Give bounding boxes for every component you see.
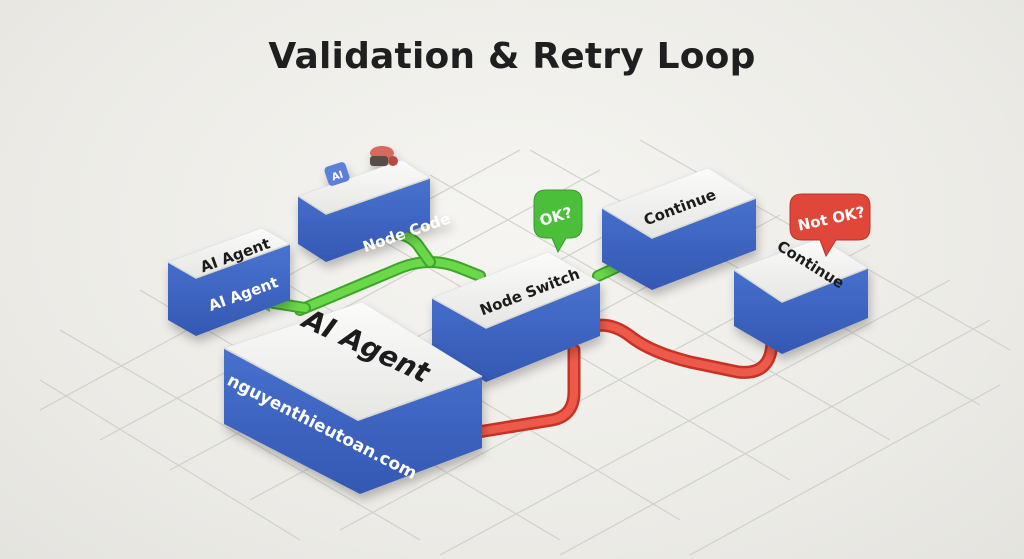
ai-agent-main-block[interactable]: AI Agent nguyenthieutoan.com <box>223 301 483 494</box>
continue-main-block[interactable]: Continue <box>601 168 757 290</box>
node-code-block[interactable]: Node Code AI <box>297 146 453 262</box>
not-ok-badge: Not OK? <box>789 193 871 258</box>
red-retry-paths <box>471 311 779 439</box>
ai-chip-label: AI <box>330 169 344 183</box>
node-switch-block[interactable]: Node Switch <box>431 252 601 382</box>
ok-badge: OK? <box>533 189 583 254</box>
diagram-title: Validation & Retry Loop <box>268 36 756 77</box>
ai-chip-icon: AI <box>324 162 350 186</box>
continue-retry-block[interactable]: Continue <box>733 237 869 354</box>
ai-agent-small-block[interactable]: AI Agent AI Agent <box>167 228 291 336</box>
tools-icon <box>370 146 398 166</box>
